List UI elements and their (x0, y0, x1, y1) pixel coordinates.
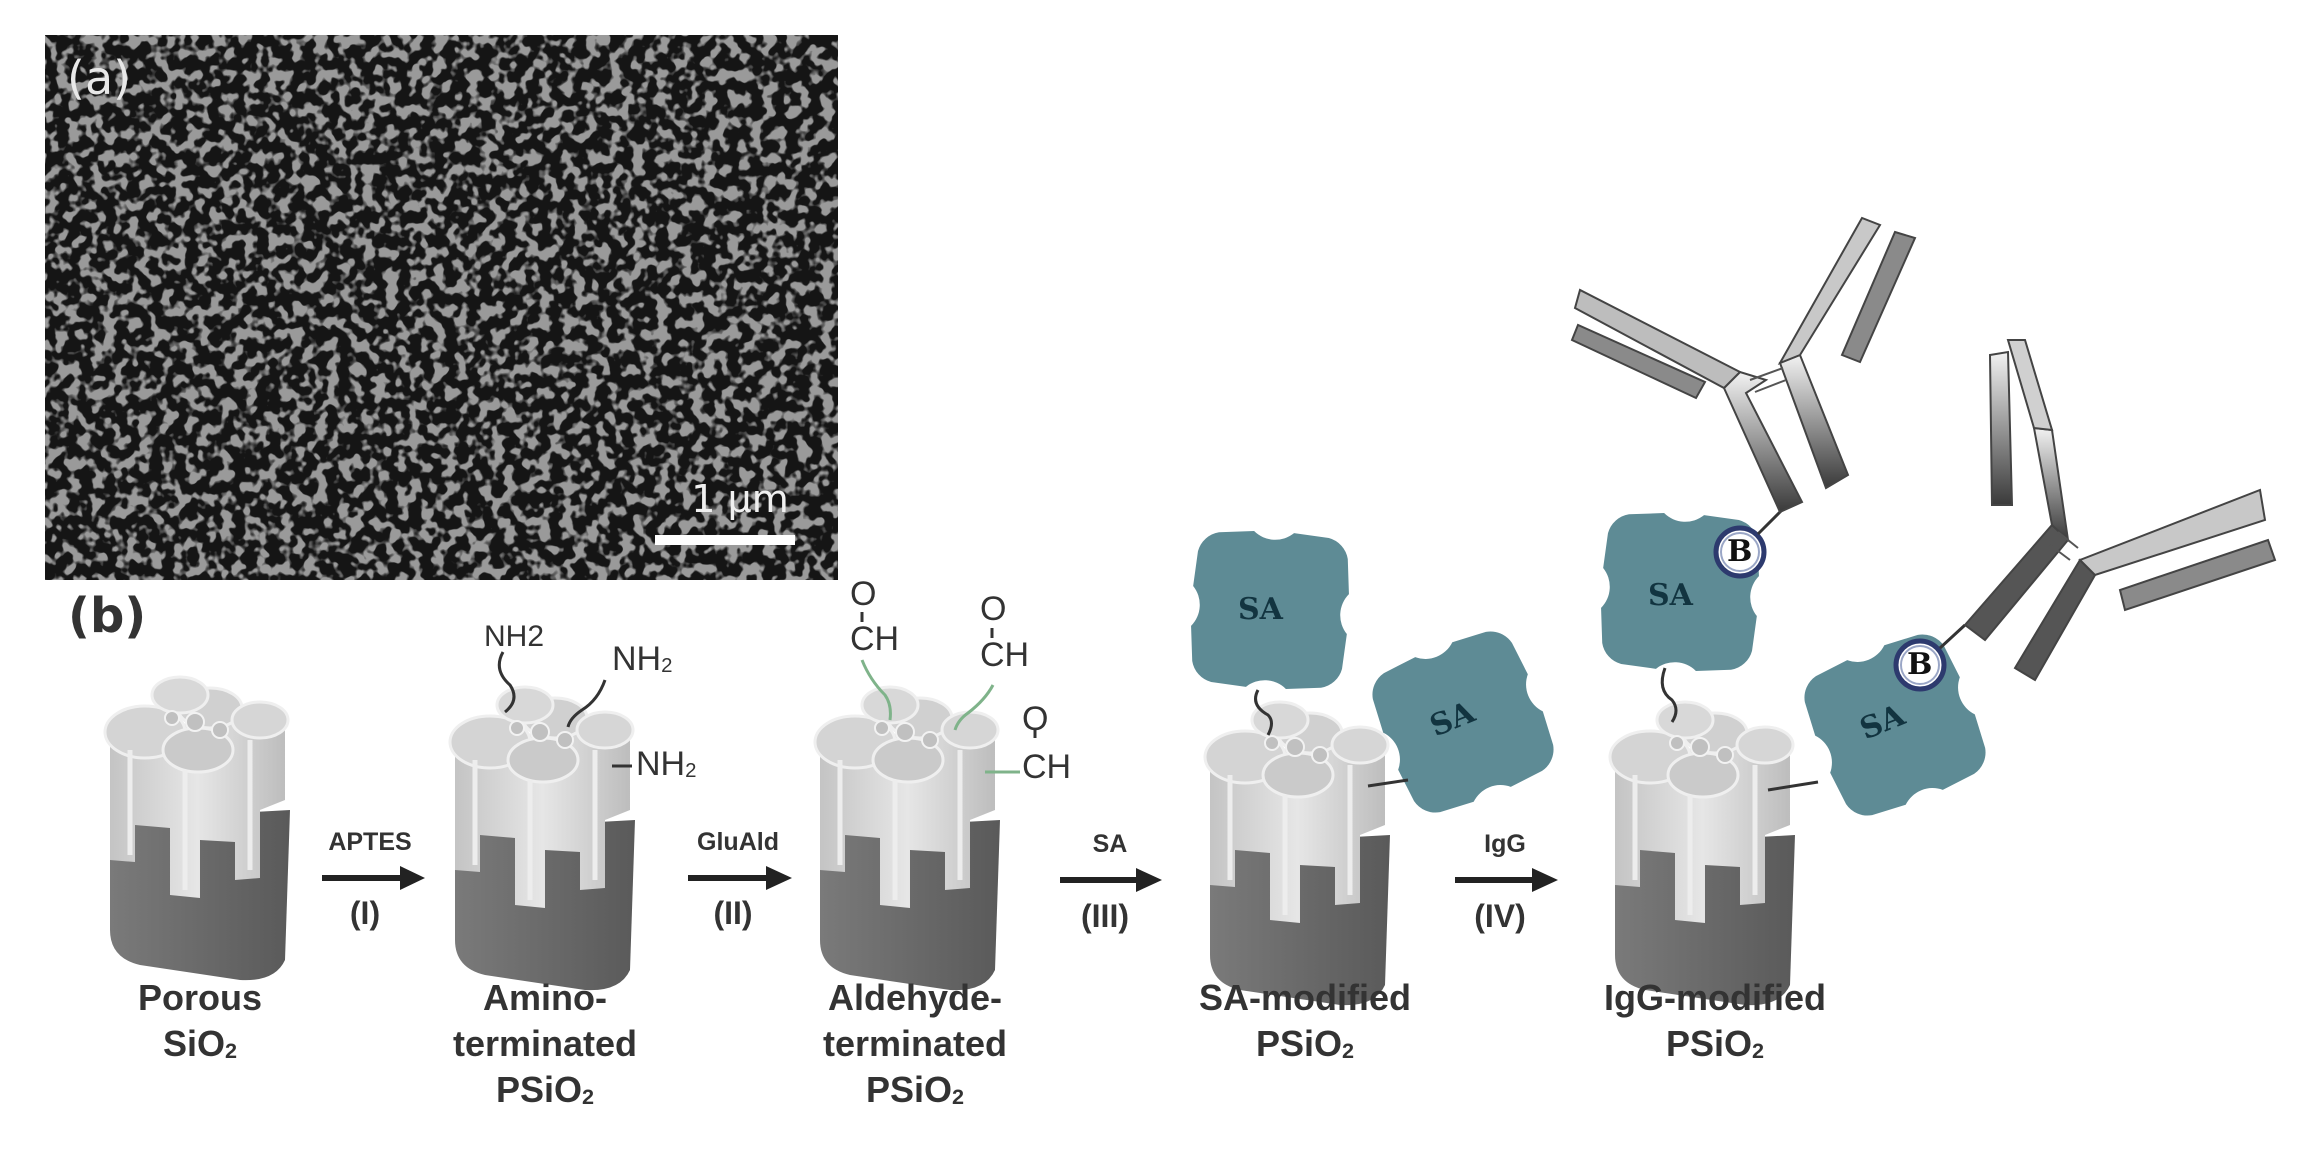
aldehyde-o-label: O (980, 590, 1007, 628)
stage-label-amino: Amino- terminated PSiO2 (452, 977, 638, 1110)
stage-label-aldehyde: Aldehyde- terminated PSiO2 (822, 977, 1008, 1110)
arrow-icon (1455, 868, 1558, 892)
aldehyde-ch-label: CH (980, 636, 1030, 674)
arrow-icon (688, 866, 792, 890)
pillar-igg (1610, 702, 1795, 1005)
panel-b-label: (b) (68, 588, 147, 644)
amine-group-label: NH2 (484, 620, 545, 653)
aldehyde-ch-label: CH (1022, 748, 1072, 786)
antibody-icon-1 (1570, 216, 1917, 514)
scale-bar-label: 1 µm (691, 477, 789, 521)
panel-a-label: (a) (67, 51, 132, 105)
arrow-icon (1060, 868, 1162, 892)
pillar-sa (1205, 702, 1390, 1005)
pillar-aldehyde (815, 687, 1000, 990)
scale-bar (655, 535, 795, 545)
aldehyde-o-label: O (850, 575, 877, 613)
porous-texture (45, 35, 838, 580)
biotin-label: B (1727, 534, 1753, 569)
arrow-icon (322, 866, 425, 890)
sa-label: SA (1238, 592, 1283, 627)
sem-image: (a) 1 µm (45, 35, 838, 580)
step-2-reagent: GluAld (697, 828, 779, 856)
pillar-porous (105, 677, 290, 980)
step-4-number: (IV) (1474, 898, 1526, 934)
step-3-number: (III) (1081, 898, 1129, 934)
pillar-amino (450, 687, 635, 990)
antibody-icon-2 (1963, 339, 2277, 682)
step-4-reagent: IgG (1484, 830, 1526, 858)
amine-group-label: NH2 (636, 745, 697, 783)
sa-label: SA (1648, 578, 1693, 613)
aldehyde-o-label: O (1022, 700, 1049, 738)
aldehyde-ch-label: CH (850, 620, 900, 658)
step-1-reagent: APTES (328, 828, 412, 856)
stage-label-sa-modified: SA-modified PSiO2 (1199, 977, 1411, 1064)
step-1-number: (I) (349, 895, 381, 931)
step-2-number: (II) (713, 895, 753, 931)
amine-group-label: NH2 (612, 640, 673, 678)
step-3-reagent: SA (1092, 830, 1128, 858)
stage-label-porous: Porous SiO2 (137, 977, 262, 1064)
stage-label-igg-modified: IgG-modified PSiO2 (1604, 977, 1826, 1064)
biotin-label: B (1907, 647, 1933, 682)
